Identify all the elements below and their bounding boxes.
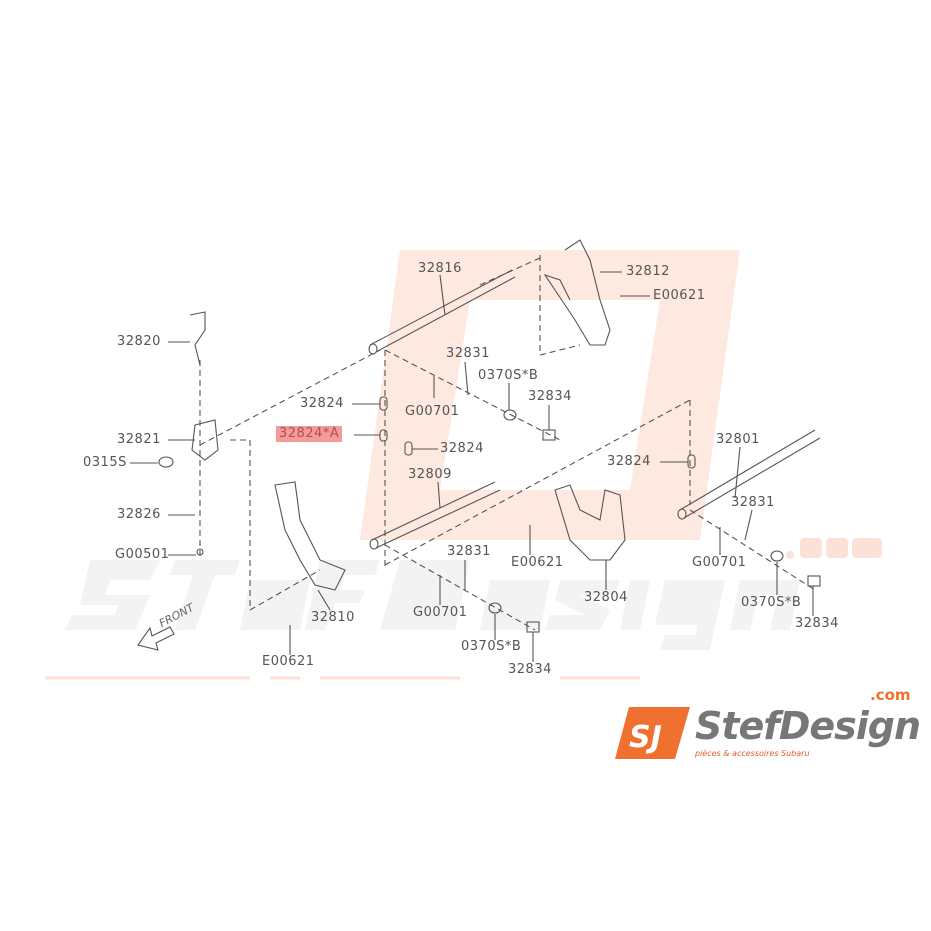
shift-rod-32816 bbox=[368, 269, 516, 355]
part-label: 0370S*B bbox=[741, 595, 802, 610]
part-label: G00701 bbox=[405, 404, 460, 419]
part-label: 32824 bbox=[607, 454, 651, 469]
part-label: 32831 bbox=[731, 495, 775, 510]
watermark-brand-picture bbox=[65, 560, 800, 650]
part-label: 32812 bbox=[626, 264, 670, 279]
part-label: 32821 bbox=[117, 432, 161, 447]
shift-fork-32804 bbox=[554, 484, 626, 561]
part-label: 32820 bbox=[117, 334, 161, 349]
guide-lines bbox=[199, 255, 816, 631]
shift-fork-32812 bbox=[543, 239, 611, 346]
shift-rod-32801 bbox=[677, 429, 821, 520]
washer bbox=[488, 602, 502, 614]
stefdesign-logo: SJ StefDesign .com pièces & accessoires … bbox=[615, 687, 925, 765]
part-label: 0370S*B bbox=[478, 368, 539, 383]
logo-domain: .com bbox=[870, 686, 911, 704]
part-label: G00701 bbox=[413, 605, 468, 620]
washer-0315s bbox=[158, 456, 174, 468]
part-label: 32804 bbox=[584, 590, 628, 605]
part-label: 32831 bbox=[447, 544, 491, 559]
part-label: 32826 bbox=[117, 507, 161, 522]
part-label: 0370S*B bbox=[461, 639, 522, 654]
part-label: 32834 bbox=[508, 662, 552, 677]
shift-arm-32821 bbox=[191, 419, 219, 461]
washer bbox=[770, 550, 784, 562]
svg-text:SJ: SJ bbox=[629, 720, 662, 755]
highlighted-part-label[interactable]: 32824*A bbox=[276, 426, 343, 442]
pin-32824-a bbox=[379, 429, 388, 442]
shift-fork-32810 bbox=[274, 481, 346, 591]
part-label: 32831 bbox=[446, 346, 490, 361]
ball-g00501 bbox=[196, 548, 204, 556]
part-label: 32801 bbox=[716, 432, 760, 447]
part-label: E00621 bbox=[511, 555, 564, 570]
pin-32824 bbox=[379, 396, 388, 411]
washer bbox=[503, 409, 517, 421]
part-label: 32834 bbox=[795, 616, 839, 631]
shift-rod-32809 bbox=[369, 481, 501, 550]
pin-32824-c bbox=[687, 454, 696, 469]
shift-arm-32820 bbox=[189, 311, 206, 366]
pin-32824-b bbox=[404, 441, 413, 456]
part-label: 32824 bbox=[300, 396, 344, 411]
part-label: E00621 bbox=[653, 288, 706, 303]
logo-tagline: pièces & accessoires Subaru bbox=[695, 749, 810, 758]
leader-lines bbox=[130, 271, 814, 662]
bolt-32834 bbox=[542, 429, 556, 441]
logo-brand: StefDesign bbox=[695, 704, 921, 748]
part-label: 0315S bbox=[83, 455, 127, 470]
part-label: 32809 bbox=[408, 467, 452, 482]
part-label: G00701 bbox=[692, 555, 747, 570]
part-label: 32824 bbox=[440, 441, 484, 456]
front-arrow-icon bbox=[137, 626, 175, 651]
bolt-32834 bbox=[807, 575, 821, 587]
logo-mark-icon: SJ bbox=[615, 707, 690, 759]
part-label: 32834 bbox=[528, 389, 572, 404]
part-label: E00621 bbox=[262, 654, 315, 669]
watermark-domain-picture bbox=[786, 538, 882, 559]
part-label: G00501 bbox=[115, 547, 170, 562]
part-label: 32810 bbox=[311, 610, 355, 625]
part-label: 32816 bbox=[418, 261, 462, 276]
